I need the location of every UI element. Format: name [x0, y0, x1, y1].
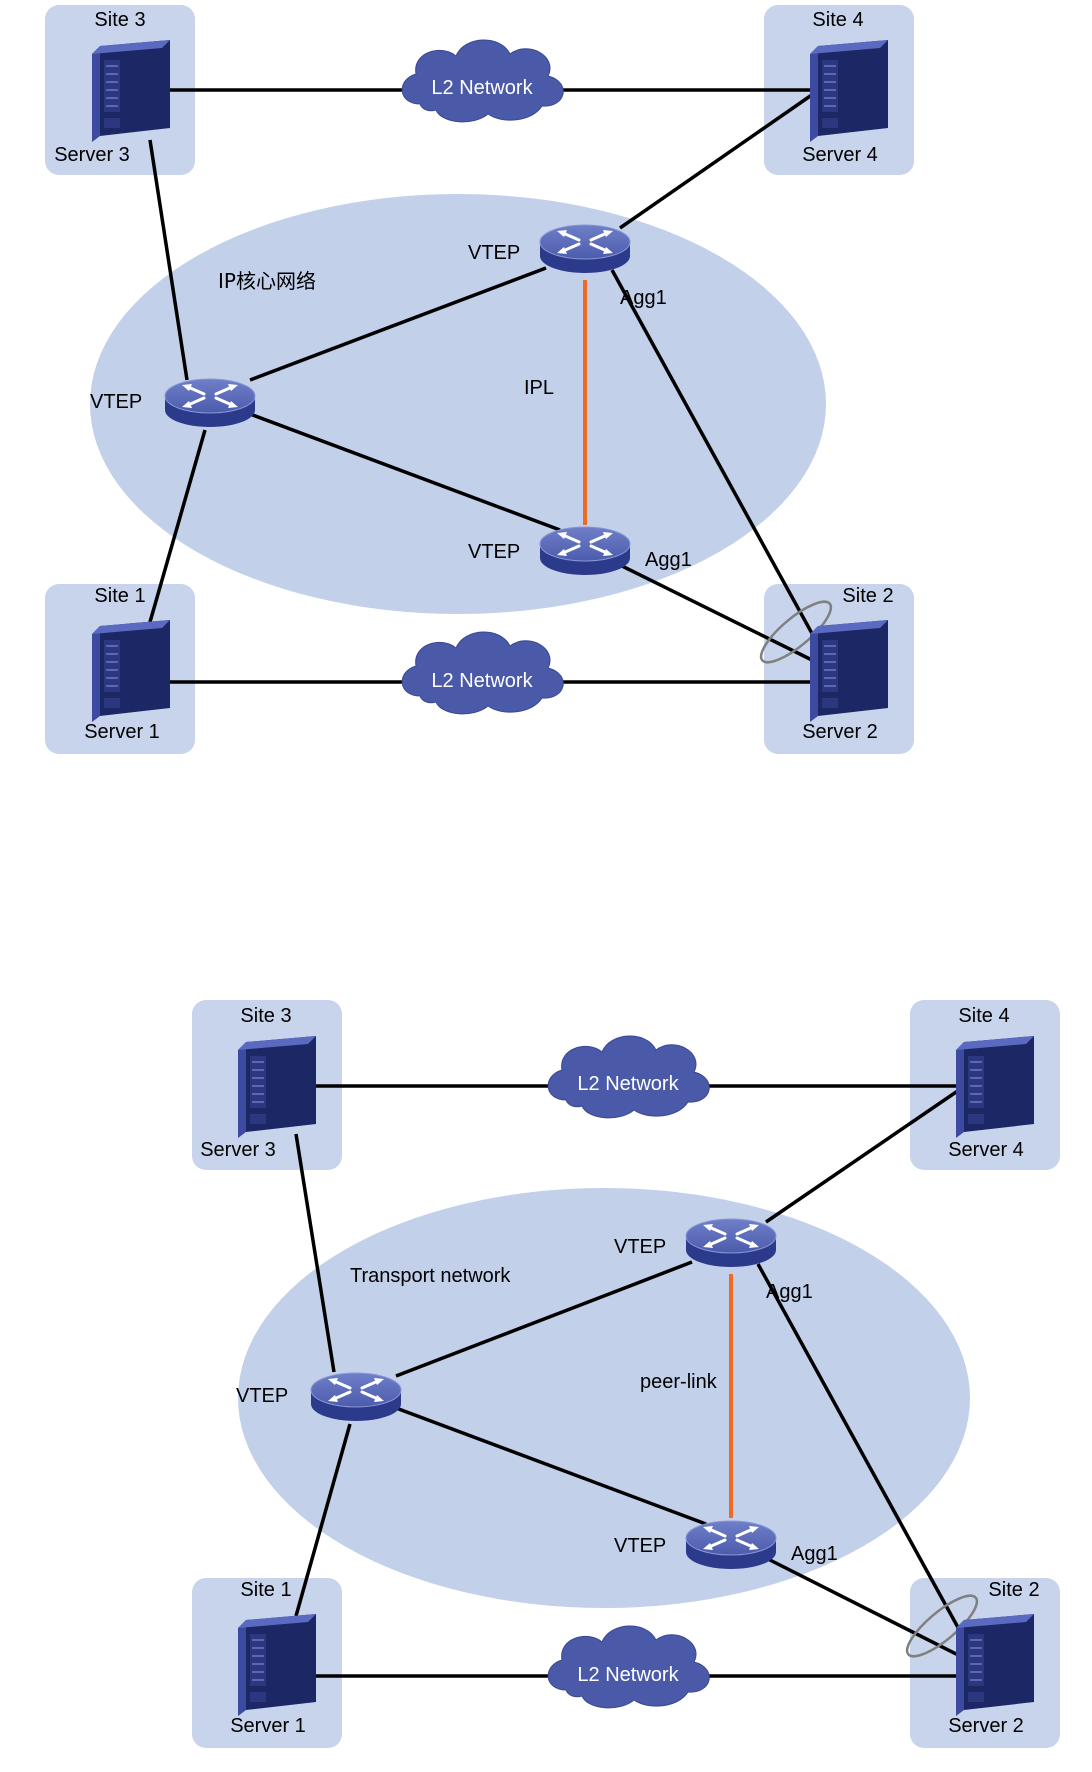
vtep-bottom-switch-icon[interactable]	[684, 1519, 778, 1571]
link-vtep-left-server1	[294, 1423, 352, 1617]
ip-core-network-area	[90, 194, 826, 614]
vtep-top-switch-icon[interactable]	[684, 1217, 778, 1269]
server-4-label: Server 4	[802, 144, 878, 166]
link-vtep-top-server2	[610, 269, 822, 649]
vtep-top-switch-icon[interactable]	[538, 223, 632, 275]
link-vtep-left-vtep-bottom	[249, 412, 561, 532]
link-vtep-top-server4	[765, 1086, 963, 1224]
transport-network-area	[238, 1188, 970, 1608]
vtep-bottom-label: VTEP	[614, 1535, 666, 1557]
server-1-label: Server 1	[84, 721, 160, 743]
server-1-icon[interactable]	[237, 1613, 317, 1717]
server-4-label: Server 4	[948, 1139, 1024, 1161]
server-2-label: Server 2	[802, 721, 878, 743]
vtep-top-label: VTEP	[614, 1236, 666, 1258]
site-3-label: Site 3	[94, 9, 145, 31]
link-vtep-top-server2	[756, 1263, 968, 1643]
link-vtep-top-server4	[619, 90, 817, 230]
cloud-bottom-label: L2 Network	[577, 1664, 679, 1686]
vtep-bottom-switch-icon[interactable]	[538, 525, 632, 577]
site-1-label: Site 1	[240, 1579, 291, 1601]
site-3-label: Site 3	[240, 1005, 291, 1027]
vtep-left-label: VTEP	[90, 391, 142, 413]
vtep-top-label: VTEP	[468, 242, 520, 264]
agg-top-label: Agg1	[766, 1281, 813, 1303]
cloud-bottom-label: L2 Network	[431, 670, 533, 692]
server-4-icon[interactable]	[955, 1035, 1035, 1139]
link-server3-vtep-left	[148, 139, 189, 381]
site-4-label: Site 4	[812, 9, 863, 31]
server-3-label: Server 3	[54, 144, 130, 166]
agg-bottom-label: Agg1	[791, 1543, 838, 1565]
link-vtep-bottom-server2	[619, 563, 823, 667]
aggregation-group-icon	[905, 1594, 979, 1658]
ipl-label: IPL	[524, 377, 554, 399]
site-4-label: Site 4	[958, 1005, 1009, 1027]
server-3-label: Server 3	[200, 1139, 276, 1161]
core-network-label: Transport network	[350, 1265, 511, 1287]
cloud-top-label: L2 Network	[431, 77, 533, 99]
server-1-label: Server 1	[230, 1715, 306, 1737]
link-vtep-left-vtep-top	[249, 266, 547, 382]
diagram-2: L2 Network L2 Network Site 3 Server 3 Si…	[192, 1000, 1060, 1748]
server-3-icon[interactable]	[91, 39, 171, 143]
server-2-label: Server 2	[948, 1715, 1024, 1737]
site-1-label: Site 1	[94, 585, 145, 607]
server-3-icon[interactable]	[237, 1035, 317, 1139]
server-4-icon[interactable]	[809, 39, 889, 143]
vtep-left-switch-icon[interactable]	[309, 1371, 403, 1423]
agg-bottom-label: Agg1	[645, 549, 692, 571]
vtep-left-label: VTEP	[236, 1385, 288, 1407]
link-server3-vtep-left	[294, 1133, 336, 1373]
site-2-label: Site 2	[842, 585, 893, 607]
core-network-label: IP核心网络	[218, 269, 316, 293]
vtep-bottom-label: VTEP	[468, 541, 520, 563]
link-vtep-bottom-server2	[765, 1556, 969, 1662]
site-2-label: Site 2	[988, 1579, 1039, 1601]
cloud-top-label: L2 Network	[577, 1073, 679, 1095]
aggregation-group-icon	[759, 600, 833, 664]
server-2-icon[interactable]	[809, 619, 889, 723]
peer-link-label: peer-link	[640, 1371, 718, 1393]
vtep-left-switch-icon[interactable]	[163, 377, 257, 429]
link-vtep-left-server1	[148, 429, 207, 623]
link-vtep-left-vtep-top	[395, 1260, 693, 1378]
diagram-1: L2 Network L2 Network Site 3 Server 3 Si…	[45, 5, 914, 754]
agg-top-label: Agg1	[620, 287, 667, 309]
link-vtep-left-vtep-bottom	[395, 1406, 707, 1526]
server-2-icon[interactable]	[955, 1613, 1035, 1717]
server-1-icon[interactable]	[91, 619, 171, 723]
